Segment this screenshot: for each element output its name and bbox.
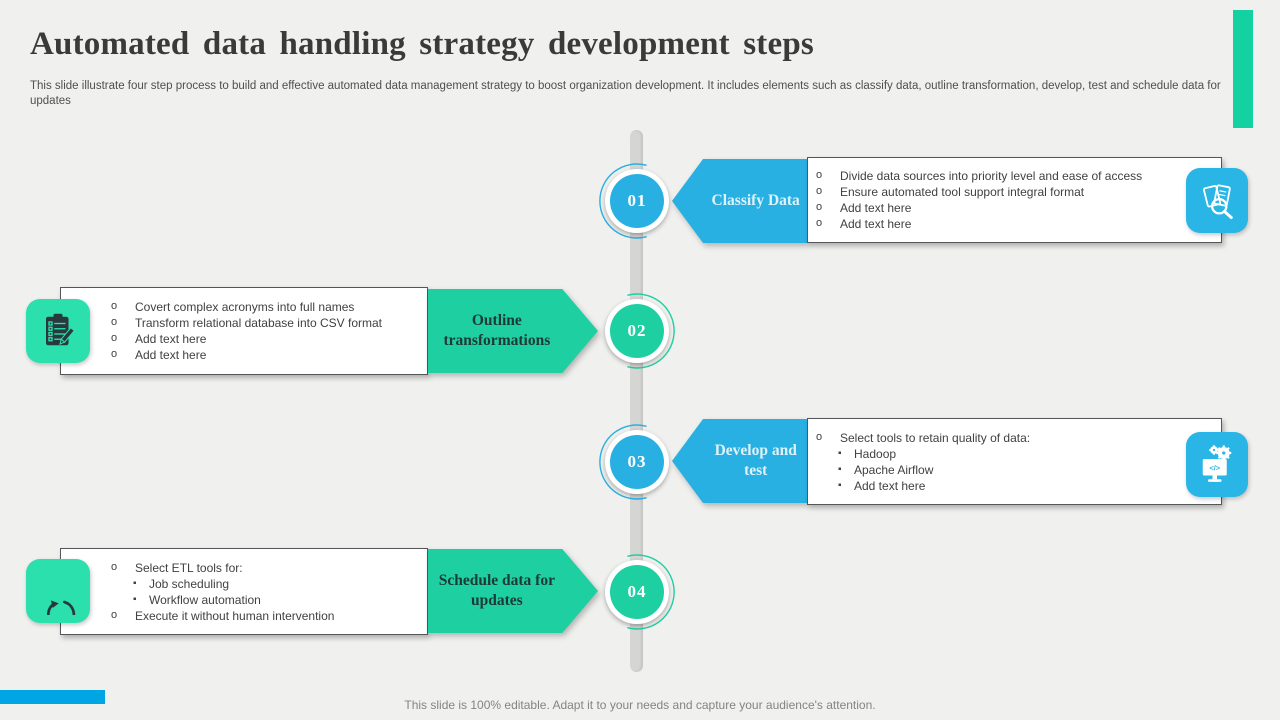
svg-text:</>: </> bbox=[1209, 463, 1220, 472]
step-number: 04 bbox=[610, 565, 664, 619]
step-1-decorative-arc bbox=[599, 163, 647, 239]
code-monitor-gears-icon: </> bbox=[1186, 432, 1248, 497]
step-number: 03 bbox=[610, 435, 664, 489]
step-1-box: Divide data sources into priority level … bbox=[807, 157, 1222, 243]
bullet-item: Apache Airflow bbox=[808, 462, 1161, 478]
timeline-track bbox=[630, 130, 643, 672]
step-4-box: Select ETL tools for: Job scheduling Wor… bbox=[60, 548, 428, 635]
step-number: 01 bbox=[610, 174, 664, 228]
bullet-item: Divide data sources into priority level … bbox=[808, 167, 1161, 184]
step-2-number-circle: 02 bbox=[605, 299, 669, 363]
bullet-item: Add text here bbox=[103, 330, 419, 347]
bullet-item: Covert complex acronyms into full names bbox=[103, 298, 419, 315]
refresh-cycle-icon bbox=[26, 559, 90, 623]
step-number: 02 bbox=[610, 304, 664, 358]
bullet-item: Add text here bbox=[808, 215, 1161, 232]
accent-bar-bottom-left bbox=[0, 690, 105, 704]
document-search-icon bbox=[1186, 168, 1248, 233]
bullet-item: Select ETL tools for: bbox=[103, 559, 419, 576]
step-2-label: Outline transformations bbox=[443, 312, 551, 349]
step-1-arrow: Classify Data bbox=[672, 159, 807, 243]
step-1-label: Classify Data bbox=[711, 192, 800, 209]
step-3-label: Develop and test bbox=[714, 442, 797, 479]
step-4-number-circle: 04 bbox=[605, 560, 669, 624]
step-4-decorative-arc bbox=[627, 554, 675, 630]
step-2-arrow: Outline transformations bbox=[428, 289, 598, 373]
step-1-bullet-list: Divide data sources into priority level … bbox=[808, 167, 1221, 232]
step-4-bullet-list: Select ETL tools for: Job scheduling Wor… bbox=[61, 559, 427, 624]
bullet-item: Add text here bbox=[103, 346, 419, 363]
step-2-box: Covert complex acronyms into full names … bbox=[60, 287, 428, 375]
clipboard-pencil-icon bbox=[26, 299, 90, 363]
bullet-item: Job scheduling bbox=[103, 576, 419, 592]
step-2-decorative-arc bbox=[627, 293, 675, 369]
step-1-number-circle: 01 bbox=[605, 169, 669, 233]
bullet-item: Ensure automated tool support integral f… bbox=[808, 183, 1161, 200]
bullet-item: Add text here bbox=[808, 478, 1161, 494]
step-3-bullet-list: Select tools to retain quality of data: … bbox=[808, 429, 1221, 494]
footer-note: This slide is 100% editable. Adapt it to… bbox=[404, 698, 876, 712]
slide-subtitle: This slide illustrate four step process … bbox=[30, 80, 1221, 107]
step-3-decorative-arc bbox=[599, 424, 647, 500]
bullet-item: Transform relational database into CSV f… bbox=[103, 314, 419, 331]
accent-bar-top-right bbox=[1233, 10, 1253, 128]
step-2-bullet-list: Covert complex acronyms into full names … bbox=[61, 298, 427, 363]
page-title: Automated data handling strategy develop… bbox=[30, 26, 814, 62]
bullet-item: Add text here bbox=[808, 199, 1161, 216]
step-3-box: Select tools to retain quality of data: … bbox=[807, 418, 1222, 505]
bullet-item: Hadoop bbox=[808, 446, 1161, 462]
bullet-item: Select tools to retain quality of data: bbox=[808, 429, 1161, 446]
bullet-item: Workflow automation bbox=[103, 592, 419, 608]
step-3-arrow: Develop and test bbox=[672, 419, 807, 503]
bullet-item: Execute it without human intervention bbox=[103, 607, 419, 624]
step-4-label: Schedule data for updates bbox=[438, 572, 555, 609]
step-4-arrow: Schedule data for updates bbox=[428, 549, 598, 633]
step-3-number-circle: 03 bbox=[605, 430, 669, 494]
